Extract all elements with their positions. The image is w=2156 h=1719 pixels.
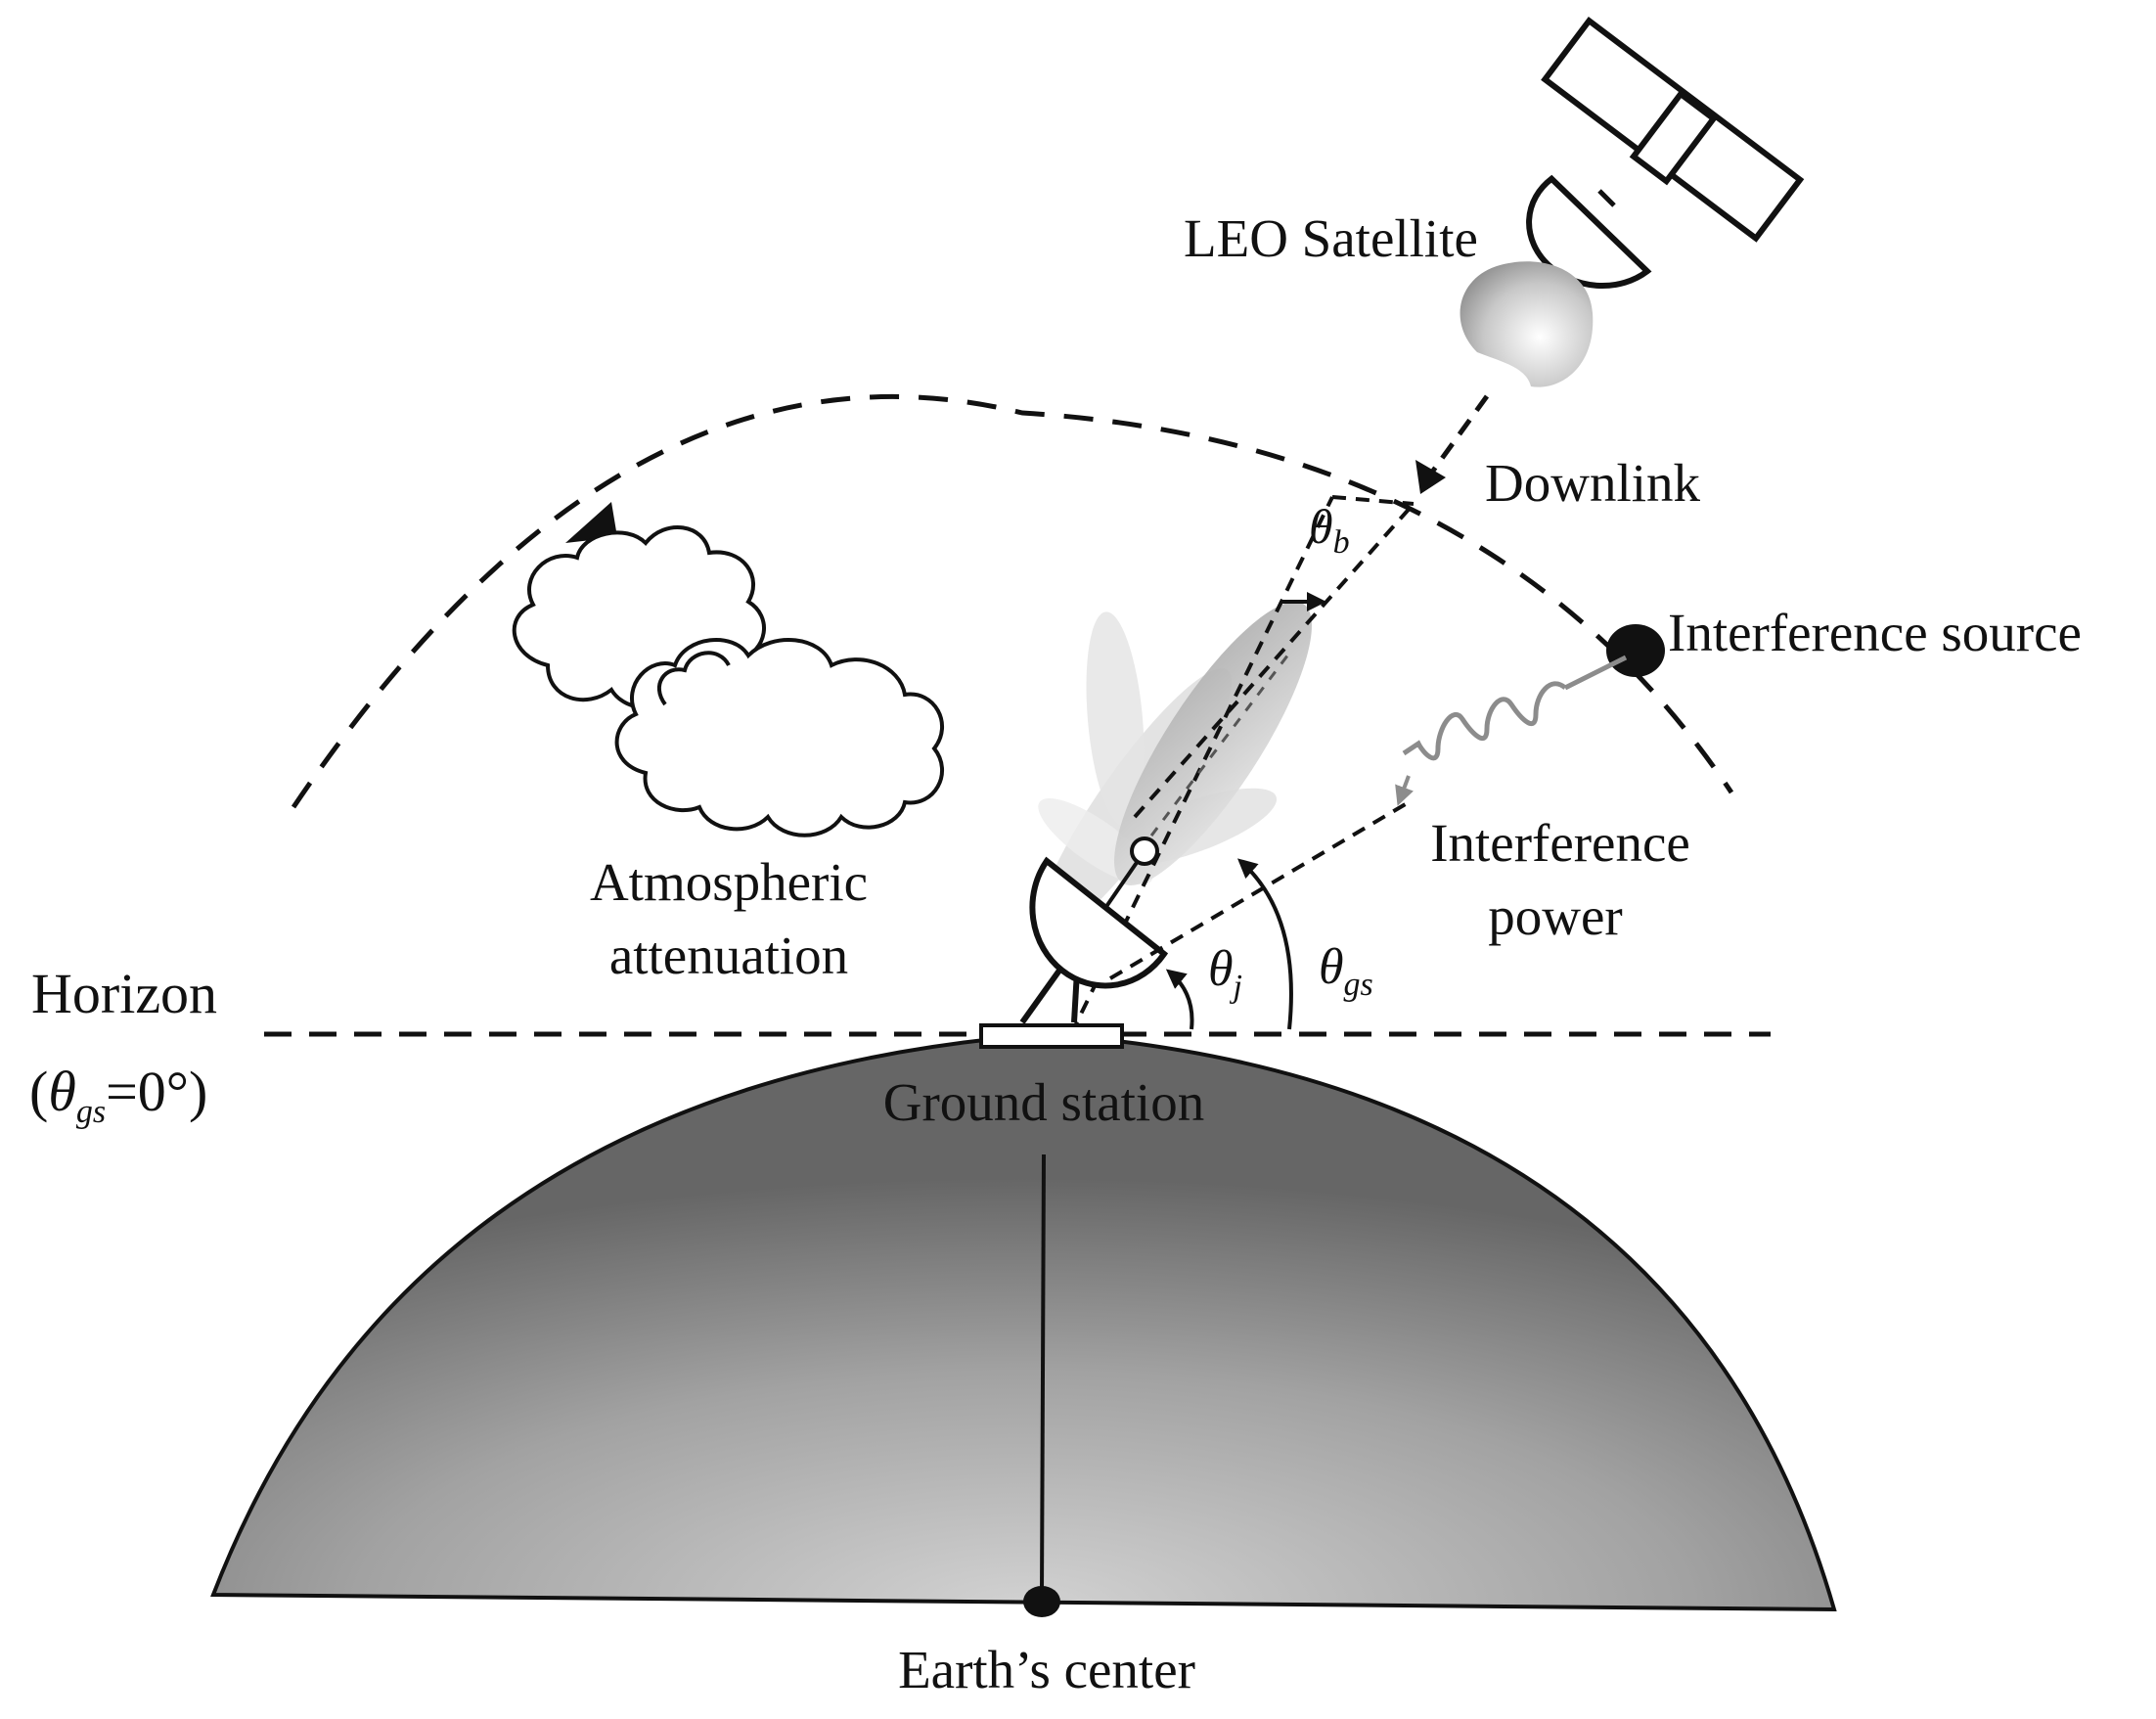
theta-j-arc [1165, 969, 1194, 1030]
ground-antenna-icon [1019, 837, 1169, 1024]
interference-source-dot [1606, 624, 1665, 677]
theta-gs-arc [1237, 858, 1293, 1030]
interference-arrow [1395, 775, 1414, 806]
beam-cap-line [1331, 495, 1415, 506]
ground-station-label: Ground station [883, 1072, 1204, 1132]
cloud-icon [512, 525, 945, 837]
downlink-label: Downlink [1485, 453, 1701, 513]
leo-satellite-icon [1526, 17, 1805, 289]
theta-j-label: θj [1208, 941, 1242, 1005]
interference-wave [1402, 681, 1567, 761]
atmospheric-label-2: attenuation [609, 926, 848, 985]
atmospheric-label-1: Atmospheric [590, 852, 868, 912]
earth-center-dot [1023, 1586, 1060, 1617]
downlink-line [1425, 394, 1490, 479]
satellite-beam-blob [1460, 261, 1594, 387]
downlink-arrow-icon [1415, 460, 1446, 494]
beam-axis-dashed [1138, 650, 1293, 852]
interference-line [1108, 800, 1411, 980]
earth-radius-line [1040, 1154, 1046, 1596]
interference-power-label-1: Interference [1430, 813, 1690, 873]
horizon-condition: (θgs=0°) [29, 1060, 207, 1130]
interference-source-label: Interference source [1668, 603, 2082, 662]
horizon-label: Horizon [31, 962, 217, 1025]
interference-power-label-2: power [1488, 886, 1622, 946]
orbit-arc [291, 393, 1734, 809]
interference-link [1563, 655, 1628, 691]
earth-center-label: Earth’s center [898, 1640, 1195, 1699]
theta-b-label: θb [1309, 499, 1350, 561]
theta-gs-label: θgs [1319, 939, 1373, 1003]
ground-station-base [979, 1023, 1124, 1049]
satellite-label: LEO Satellite [1184, 208, 1478, 268]
